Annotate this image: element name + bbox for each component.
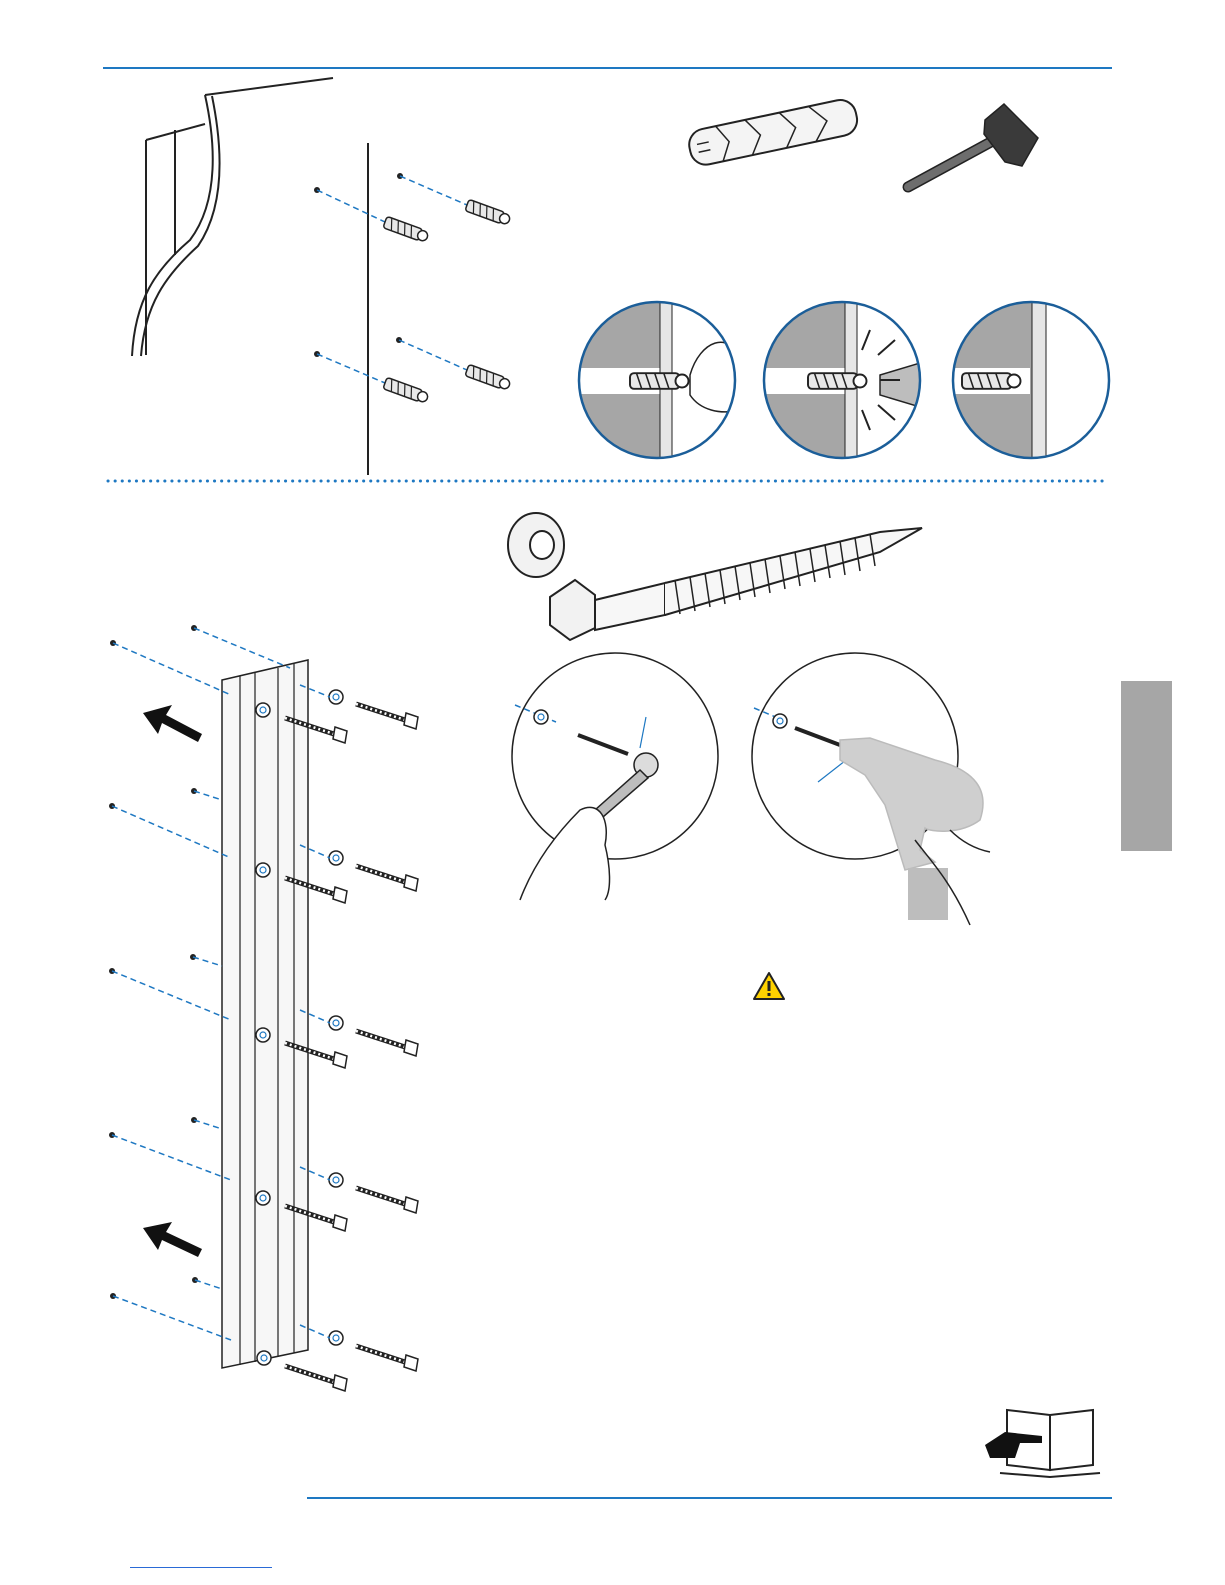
- washer-icon: [508, 513, 564, 577]
- direction-arrow-icon: [143, 705, 202, 742]
- section-tab: [1121, 681, 1172, 851]
- direction-arrow-icon: [143, 1222, 202, 1257]
- warning-triangle-icon: [752, 971, 786, 1001]
- wall-corner-drawing: [132, 78, 368, 475]
- detail-circle-3: [950, 300, 1109, 460]
- hammer-icon: [908, 104, 1038, 187]
- drill-circle: [752, 653, 990, 925]
- detail-circle-1: [575, 300, 745, 460]
- footer-link-underline[interactable]: [130, 1567, 272, 1568]
- wrench-circle: [512, 653, 718, 900]
- lag-screw-icon: [550, 528, 922, 640]
- plug-insertion-lines: [314, 173, 511, 404]
- wall-plug-icon: [686, 97, 860, 168]
- mounting-rail: [222, 660, 308, 1368]
- read-manual-icon: [985, 1410, 1100, 1477]
- detail-circle-2: [760, 300, 930, 460]
